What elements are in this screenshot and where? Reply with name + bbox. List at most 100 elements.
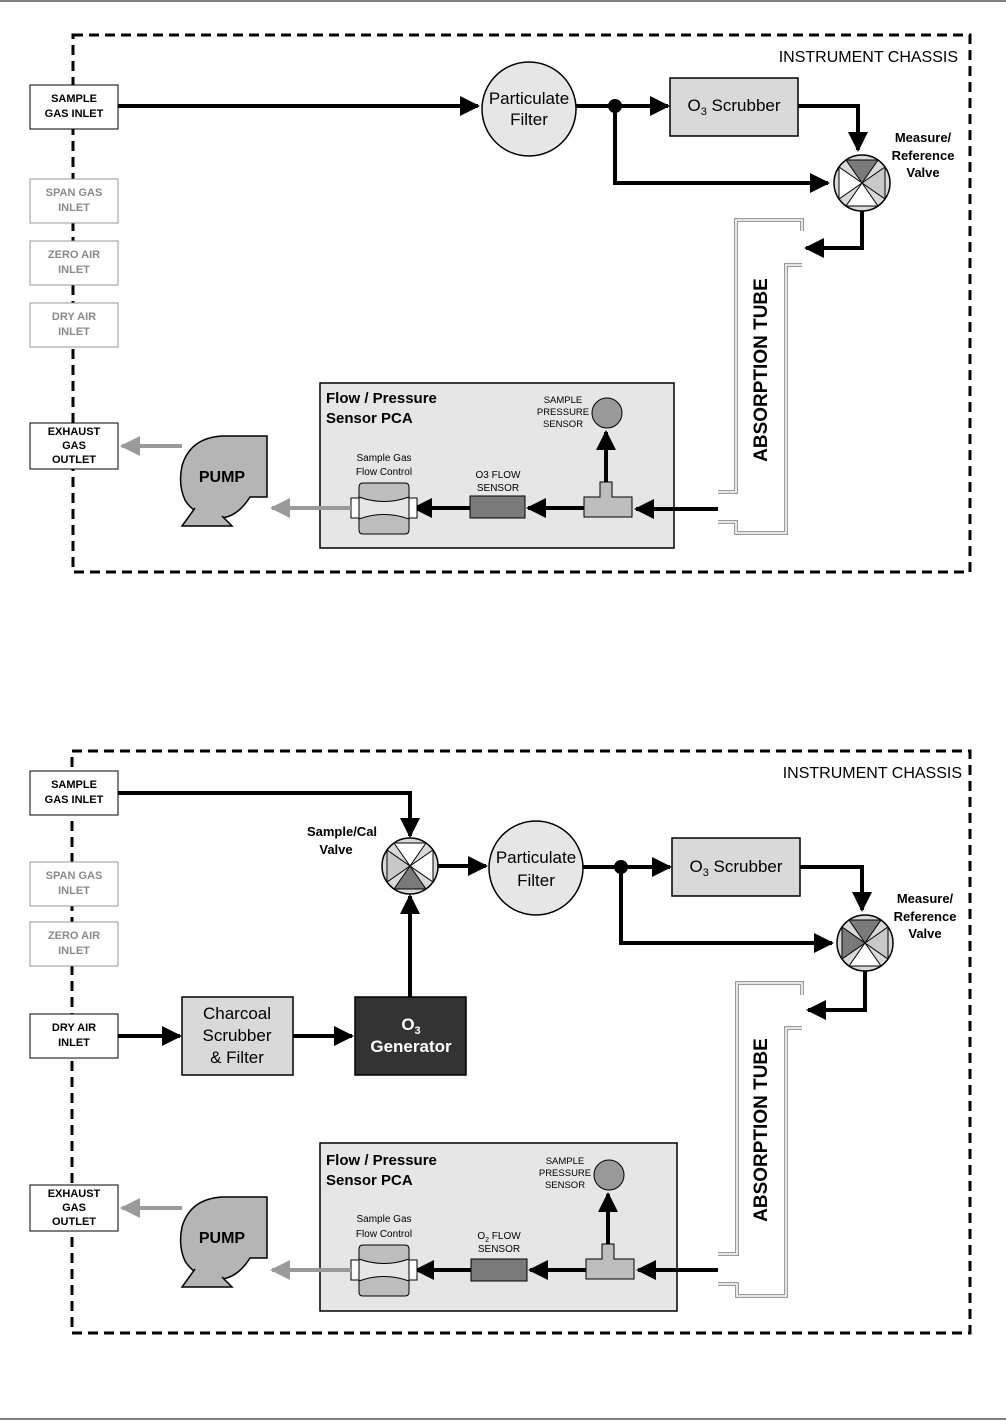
pump-icon: PUMP <box>179 435 268 527</box>
svg-text:SPAN GAS: SPAN GAS <box>46 187 103 199</box>
svg-text:DRY AIR: DRY AIR <box>52 311 96 323</box>
svg-text:DRY AIR: DRY AIR <box>52 1022 96 1034</box>
pressure-sensor-icon-2 <box>593 1159 625 1191</box>
pressure-sensor-icon <box>591 397 623 429</box>
flow-line-scrubber-to-valve <box>798 104 868 152</box>
svg-text:Particulate: Particulate <box>496 848 576 867</box>
dry-air-inlet-2: DRY AIR INLET <box>29 1013 119 1059</box>
svg-text:SPAN GAS: SPAN GAS <box>46 870 103 882</box>
svg-text:Flow / Pressure: Flow / Pressure <box>326 1152 437 1169</box>
svg-text:Flow / Pressure: Flow / Pressure <box>326 390 437 407</box>
flow-line-bypass-to-valve <box>613 106 830 193</box>
flow-control-icon <box>350 482 418 535</box>
chassis-label-2: INSTRUMENT CHASSIS <box>783 765 962 782</box>
svg-text:& Filter: & Filter <box>210 1048 264 1067</box>
svg-text:EXHAUST: EXHAUST <box>48 1188 101 1200</box>
svg-text:OUTLET: OUTLET <box>52 1216 96 1228</box>
tee-fitting-icon <box>583 481 633 518</box>
chassis-label: INSTRUMENT CHASSIS <box>779 49 958 66</box>
flow-control-label-2-1: Sample Gas <box>356 1214 411 1225</box>
valve-label-2-2: Reference <box>894 909 957 924</box>
svg-text:Scrubber: Scrubber <box>203 1026 272 1045</box>
flow-line-bypass-to-valve-2 <box>619 867 834 953</box>
pressure-sensor-label-3: SENSOR <box>543 419 583 430</box>
absorption-tube-label-2: ABSORPTION TUBE <box>751 1038 772 1222</box>
diagram-measure-mode: INSTRUMENT CHASSIS SAMPLE GAS INLET SPAN… <box>29 33 972 574</box>
measure-reference-valve-icon-2 <box>836 914 894 972</box>
svg-text:Charcoal: Charcoal <box>203 1004 271 1023</box>
svg-text:GAS INLET: GAS INLET <box>45 108 104 120</box>
valve-label-1: Measure/ <box>895 130 952 145</box>
o3-scrubber-label: O3 Scrubber <box>687 96 780 118</box>
instrument-chassis-2 <box>70 749 972 1335</box>
svg-text:GAS: GAS <box>62 1202 86 1214</box>
absorption-tube-label: ABSORPTION TUBE <box>751 278 772 462</box>
svg-text:SAMPLE: SAMPLE <box>51 779 97 791</box>
valve-label-2-3: Valve <box>908 926 941 941</box>
svg-text:Generator: Generator <box>370 1037 452 1056</box>
o3-flow-sensor <box>469 495 526 519</box>
pressure-sensor-label-2-3: SENSOR <box>545 1180 585 1191</box>
pump-icon-2: PUMP <box>179 1196 268 1288</box>
o3-scrubber-2: O3 Scrubber <box>671 837 801 897</box>
flow-control-icon-2 <box>350 1244 418 1297</box>
zero-air-inlet: ZERO AIR INLET <box>29 240 119 286</box>
particulate-filter: Particulate Filter <box>481 61 577 157</box>
valve-label-2: Reference <box>892 148 955 163</box>
charcoal-scrubber-filter: Charcoal Scrubber & Filter <box>181 996 294 1076</box>
span-gas-inlet: SPAN GAS INLET <box>29 178 119 224</box>
sample-gas-inlet-2: SAMPLE GAS INLET <box>29 770 119 816</box>
svg-text:INLET: INLET <box>58 945 90 957</box>
flow-line-valve-to-tube-2 <box>806 971 867 1020</box>
exhaust-gas-outlet-2: EXHAUST GAS OUTLET <box>29 1184 119 1232</box>
pressure-sensor-label-2-2: PRESSURE <box>539 1168 591 1179</box>
flow-sensor-label-2: SENSOR <box>477 483 519 494</box>
svg-text:INLET: INLET <box>58 326 90 338</box>
svg-text:ZERO AIR: ZERO AIR <box>48 249 100 261</box>
sample-gas-inlet: SAMPLE GAS INLET <box>29 84 119 130</box>
o3-scrubber: O3 Scrubber <box>669 77 799 137</box>
sample-cal-label-1: Sample/Cal <box>307 824 377 839</box>
svg-text:GAS INLET: GAS INLET <box>45 794 104 806</box>
flow-line-valve-to-tube <box>804 211 864 258</box>
zero-air-inlet-2: ZERO AIR INLET <box>29 921 119 967</box>
valve-label-3: Valve <box>906 165 939 180</box>
pressure-sensor-label-1: SAMPLE <box>544 395 583 406</box>
o3-generator: O3 Generator <box>354 996 467 1076</box>
flow-line-sample-to-cal-valve <box>118 791 420 838</box>
pressure-sensor-label-2: PRESSURE <box>537 407 589 418</box>
svg-text:INLET: INLET <box>58 264 90 276</box>
svg-text:INLET: INLET <box>58 1037 90 1049</box>
svg-text:Filter: Filter <box>517 871 555 890</box>
svg-text:Sensor PCA: Sensor PCA <box>326 1172 413 1189</box>
tee-fitting-icon-2 <box>585 1243 635 1280</box>
flow-sensor-label-1: O3 FLOW <box>475 470 521 481</box>
flow-control-label-2-2: Flow Control <box>356 1229 412 1240</box>
svg-text:OUTLET: OUTLET <box>52 454 96 466</box>
svg-text:SAMPLE: SAMPLE <box>51 93 97 105</box>
svg-text:INLET: INLET <box>58 202 90 214</box>
flow-control-label-1: Sample Gas <box>356 453 411 464</box>
svg-text:INLET: INLET <box>58 885 90 897</box>
o3-generator-label-1: O3 <box>401 1015 420 1037</box>
flow-line-scrubber-to-valve-2 <box>800 865 872 912</box>
o3-scrubber-label-2: O3 Scrubber <box>689 857 782 879</box>
dry-air-inlet: DRY AIR INLET <box>29 302 119 348</box>
svg-text:Filter: Filter <box>510 110 548 129</box>
flow-control-label-2: Flow Control <box>356 467 412 478</box>
svg-text:PUMP: PUMP <box>199 469 246 486</box>
pressure-sensor-label-2-1: SAMPLE <box>546 1156 585 1167</box>
svg-text:GAS: GAS <box>62 440 86 452</box>
sample-cal-valve-icon <box>381 837 439 895</box>
svg-text:Sensor PCA: Sensor PCA <box>326 410 413 427</box>
measure-reference-valve-icon <box>833 154 891 212</box>
flow-sensor-label-2-2: SENSOR <box>478 1244 520 1255</box>
span-gas-inlet-2: SPAN GAS INLET <box>29 861 119 907</box>
exhaust-gas-outlet: EXHAUST GAS OUTLET <box>29 422 119 470</box>
o2-flow-sensor <box>470 1258 528 1282</box>
valve-label-2-1: Measure/ <box>897 891 954 906</box>
svg-text:Particulate: Particulate <box>489 89 569 108</box>
svg-text:ZERO AIR: ZERO AIR <box>48 930 100 942</box>
sample-cal-label-2: Valve <box>319 842 352 857</box>
diagram-calibration-mode: INSTRUMENT CHASSIS SAMPLE GAS INLET SPAN… <box>29 749 972 1335</box>
